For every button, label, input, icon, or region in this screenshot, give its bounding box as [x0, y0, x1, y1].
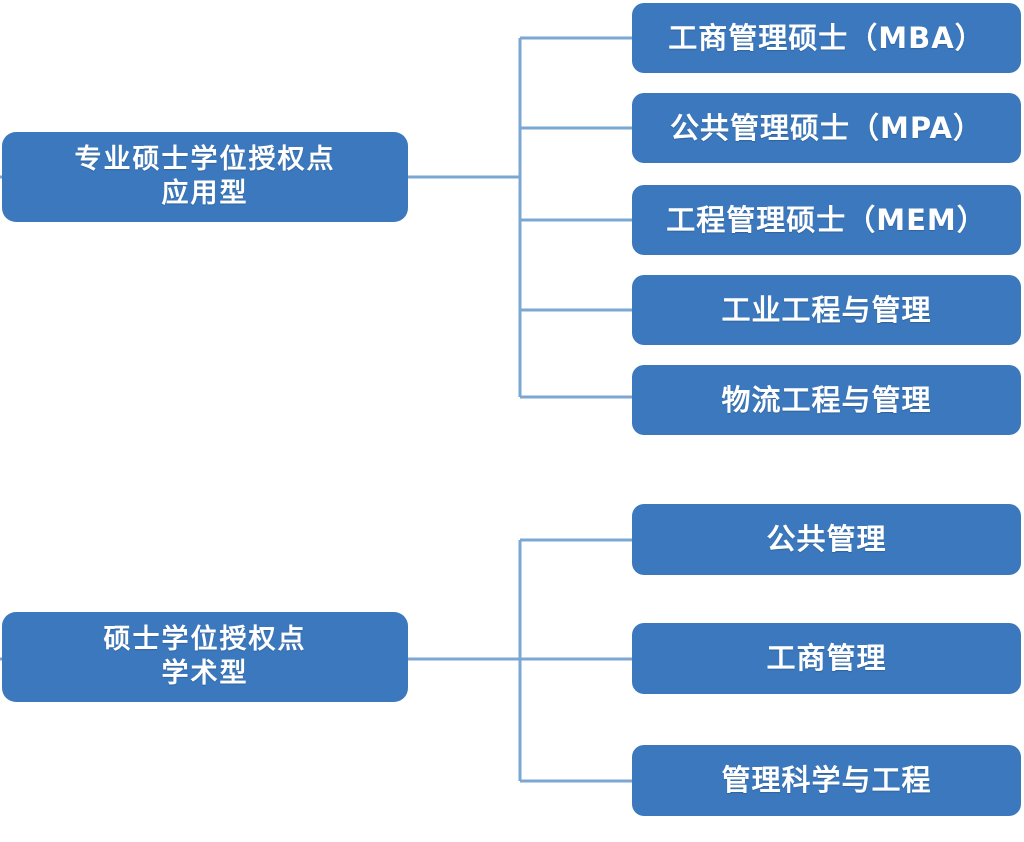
child-node-mba-label: 工商管理硕士（MBA）: [668, 20, 985, 55]
child-node-mpa[interactable]: 公共管理硕士（MPA）: [632, 93, 1021, 163]
child-node-mba[interactable]: 工商管理硕士（MBA）: [632, 3, 1021, 73]
child-node-industrial-engineering[interactable]: 工业工程与管理: [632, 275, 1021, 345]
child-node-management-science-engineering-label: 管理科学与工程: [721, 763, 932, 798]
child-node-business-administration-label: 工商管理: [766, 641, 887, 676]
parent-node-professional-master-degree[interactable]: 专业硕士学位授权点 应用型: [2, 132, 408, 222]
child-node-public-administration[interactable]: 公共管理: [632, 504, 1021, 575]
child-node-logistics-engineering-label: 物流工程与管理: [721, 382, 932, 417]
child-node-mem[interactable]: 工程管理硕士（MEM）: [632, 185, 1021, 255]
child-node-public-administration-label: 公共管理: [766, 522, 887, 557]
child-node-logistics-engineering[interactable]: 物流工程与管理: [632, 365, 1021, 435]
child-node-mem-label: 工程管理硕士（MEM）: [666, 202, 987, 237]
child-node-mpa-label: 公共管理硕士（MPA）: [670, 110, 983, 145]
child-node-management-science-engineering[interactable]: 管理科学与工程: [632, 745, 1021, 816]
parent-node-academic-master-degree[interactable]: 硕士学位授权点 学术型: [2, 612, 408, 702]
child-node-business-administration[interactable]: 工商管理: [632, 623, 1021, 694]
child-node-industrial-engineering-label: 工业工程与管理: [721, 292, 932, 327]
parent-node-professional-label: 专业硕士学位授权点 应用型: [74, 144, 336, 209]
parent-node-academic-label: 硕士学位授权点 学术型: [103, 624, 307, 689]
